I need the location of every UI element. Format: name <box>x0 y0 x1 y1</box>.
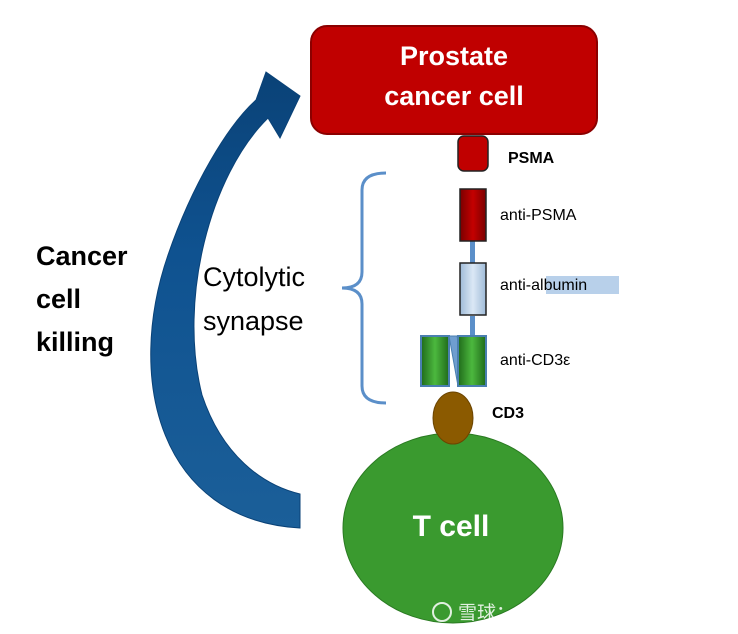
anti-cd3-domain-left <box>420 335 450 387</box>
synapse-label-line1: Cytolytic <box>203 262 305 292</box>
prostate-cancer-cell-label-line2: cancer cell <box>384 81 524 111</box>
killing-label-line2: cell <box>36 284 81 314</box>
synapse-bracket <box>341 171 387 405</box>
cd3-label: CD3 <box>492 405 524 422</box>
anti-albumin-label: anti-albumin <box>500 277 587 294</box>
anti-cd3-domain-right <box>457 335 487 387</box>
killing-label-line3: killing <box>36 327 114 357</box>
cd3-receptor <box>432 391 474 445</box>
psma-label: PSMA <box>508 150 555 167</box>
prostate-cancer-cell-label-line1: Prostate <box>400 41 508 71</box>
prostate-cancer-cell-box <box>310 25 598 135</box>
watermark-logo-icon <box>432 602 452 622</box>
anti-albumin-label-prefix: anti- <box>500 277 531 294</box>
anti-psma-domain <box>459 188 487 242</box>
albumin-highlight <box>546 276 619 294</box>
psma-antigen <box>457 135 489 172</box>
anti-cd3-label: anti-CD3ε <box>500 352 570 369</box>
linker-upper <box>470 240 475 264</box>
killing-label-line1: Cancer <box>36 241 128 271</box>
cancer-cell-killing-arrow <box>150 71 301 529</box>
anti-albumin-label-highlight: albumin <box>531 277 587 294</box>
t-cell-label: T cell <box>413 510 490 543</box>
linker-lower <box>470 316 475 338</box>
anti-albumin-domain <box>459 262 487 316</box>
watermark-text: 雪球：AntibodyResearch <box>458 602 670 624</box>
synapse-label-line2: synapse <box>203 306 304 336</box>
anti-psma-label: anti-PSMA <box>500 207 577 224</box>
